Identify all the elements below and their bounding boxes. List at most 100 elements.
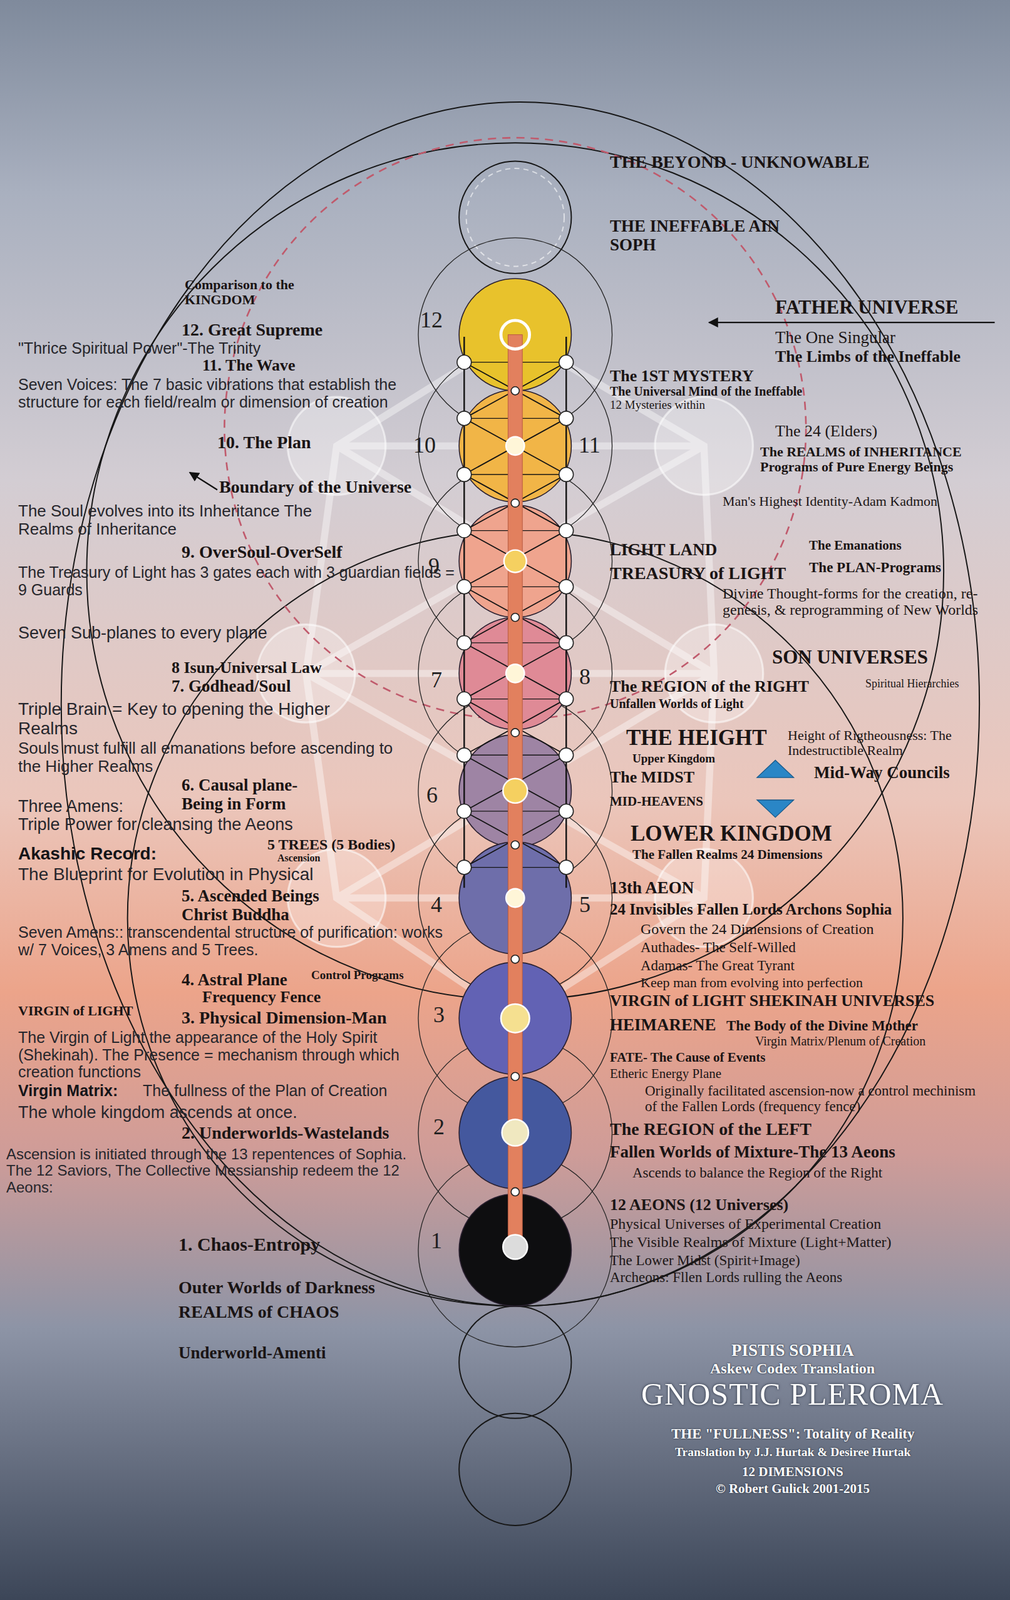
sphere-cores — [500, 320, 530, 1260]
midway-triangles — [757, 760, 794, 778]
sphere-cores — [504, 550, 527, 573]
lattice-nodes — [559, 467, 574, 483]
realm-label: LOWER KINGDOM — [630, 822, 833, 847]
realm-label: THE INEFFABLE AIN SOPH — [609, 217, 789, 255]
realm-label: The Treasury of Light has 3 gates each w… — [18, 564, 458, 599]
realm-label: SON UNIVERSES — [772, 646, 928, 669]
callout-number: 4 — [430, 892, 443, 918]
lattice-nodes — [510, 840, 520, 850]
realm-label: Spiritual Hierarchies — [865, 678, 959, 691]
credit-line: 12 DIMENSIONS — [742, 1465, 844, 1480]
realm-label: Ascends to balance the Region of the Rig… — [632, 1165, 883, 1181]
credit-line: © Robert Gulick 2001-2015 — [715, 1482, 870, 1497]
realm-label: Control Programs — [311, 969, 404, 983]
realm-label: LIGHT LAND — [609, 541, 717, 560]
sphere-cores — [505, 664, 525, 683]
lattice-nodes — [559, 804, 574, 820]
tree-frame — [654, 396, 753, 495]
realm-label: The MIDST — [609, 768, 695, 788]
lattice-nodes — [457, 355, 574, 1196]
lattice-nodes — [559, 636, 574, 651]
realm-label: Seven Voices: The 7 basic vibrations tha… — [18, 376, 447, 411]
realm-label: 12 Mysteries within — [609, 398, 706, 413]
realm-label: Govern the 24 Dimensions of Creation — [640, 921, 875, 938]
diagram-title: GNOSTIC PLEROMA — [641, 1377, 944, 1412]
sphere-cores — [505, 889, 525, 908]
realm-label: Ascension is initiated through the 13 re… — [6, 1146, 435, 1196]
midway-triangles — [757, 760, 794, 818]
lattice-nodes — [457, 748, 472, 763]
credit-line: PISTIS SOPHIA — [731, 1341, 855, 1361]
lattice-nodes — [457, 636, 472, 651]
lattice-nodes — [457, 467, 472, 483]
realm-label: Ascension — [277, 852, 320, 865]
realm-label: 24 Invisibles Fallen Lords Archons Sophi… — [609, 901, 892, 919]
realm-label: THE HEIGHT — [626, 726, 768, 751]
realm-label: Man's Highest Identity-Adam Kadmon — [722, 494, 938, 510]
callout-number: 11 — [578, 433, 601, 459]
realm-label: Adamas- The Great Tyrant — [640, 958, 795, 974]
lattice-nodes — [559, 523, 574, 538]
realm-label: Archeons: Fllen Lords rulling the Aeons — [609, 1269, 843, 1286]
realm-label: The Fallen Realms 24 Dimensions — [632, 847, 823, 863]
realm-label: THE BEYOND - UNKNOWABLE — [609, 152, 870, 173]
realm-label: The Virgin of Light the appearance of th… — [18, 1029, 458, 1082]
callout-number: 10 — [413, 433, 436, 459]
callout-number: 12 — [420, 308, 443, 334]
lattice-nodes — [559, 579, 574, 595]
sphere-cores — [502, 778, 528, 804]
lattice-nodes — [457, 523, 472, 538]
midway-triangles — [757, 800, 794, 818]
realm-label: Unfallen Worlds of Light — [609, 696, 744, 711]
lattice — [463, 362, 567, 868]
realm-label: The Limbs of the Ineffable — [775, 348, 961, 367]
sphere-cores — [502, 1119, 529, 1146]
realm-label: Frequency Fence — [202, 988, 321, 1007]
outer-spheres — [61, 102, 980, 1526]
lattice-nodes — [457, 860, 472, 875]
realm-label: 8 Isun-Universal Law — [171, 659, 322, 678]
realm-label: 5. Ascended Beings Christ Buddha — [181, 887, 356, 925]
realm-label: The Emanations — [809, 538, 902, 553]
lattice-nodes — [559, 860, 574, 875]
callout-number: 9 — [428, 554, 440, 580]
lattice-nodes — [559, 748, 574, 763]
realm-label: MID-HEAVENS — [609, 794, 704, 810]
realm-label: Etheric Energy Plane — [609, 1066, 722, 1082]
sphere-cores — [500, 1004, 530, 1034]
lattice-nodes — [457, 579, 472, 595]
realm-label: 9. OverSoul-OverSelf — [181, 542, 343, 563]
realm-label: 5 TREES (5 Bodies) — [267, 836, 396, 853]
lattice-nodes — [559, 355, 574, 370]
realm-label: 12 AEONS (12 Universes) — [609, 1196, 789, 1215]
realm-label: 13th AEON — [609, 879, 694, 898]
realm-label: TREASURY of LIGHT — [609, 564, 786, 584]
callout-number: 2 — [433, 1115, 445, 1141]
realm-label: The Blueprint for Evolution in Physical — [18, 865, 314, 885]
realm-label: Three Amens: — [18, 797, 124, 817]
realm-label: 4. Astral Plane — [181, 971, 288, 990]
lattice-nodes — [510, 386, 520, 396]
realm-label: The Body of the Divine Mother — [726, 1018, 918, 1034]
realm-label: REALMS of CHAOS — [178, 1303, 340, 1323]
realm-label: Keep man from evolving into perfection — [640, 975, 863, 991]
realm-label: The One Singular — [775, 328, 896, 348]
lattice-nodes — [457, 691, 472, 707]
callout-number: 1 — [430, 1229, 443, 1255]
realm-label: The Visible Realms of Mixture (Light+Mat… — [609, 1234, 892, 1251]
realm-label: Virgin Matrix/Plenum of Creation — [755, 1034, 926, 1049]
ineffable-circle — [466, 168, 565, 267]
credit-line: Translation by J.J. Hurtak & Desiree Hur… — [675, 1445, 911, 1459]
realm-label: Comparison to the KINGDOM — [184, 277, 318, 308]
realm-label: 11. The Wave — [202, 356, 296, 376]
lattice — [463, 362, 567, 868]
realm-label: FATHER UNIVERSE — [775, 296, 959, 319]
realm-label: The whole kingdom ascends at once. — [18, 1103, 298, 1123]
realm-label: Physical Universes of Experimental Creat… — [609, 1216, 882, 1233]
realm-label: HEIMARENE — [609, 1016, 717, 1036]
realm-label: Souls must fulfill all emanations before… — [18, 739, 406, 776]
lattice-nodes — [510, 728, 520, 737]
realm-label: The REGION of the LEFT — [609, 1120, 812, 1140]
